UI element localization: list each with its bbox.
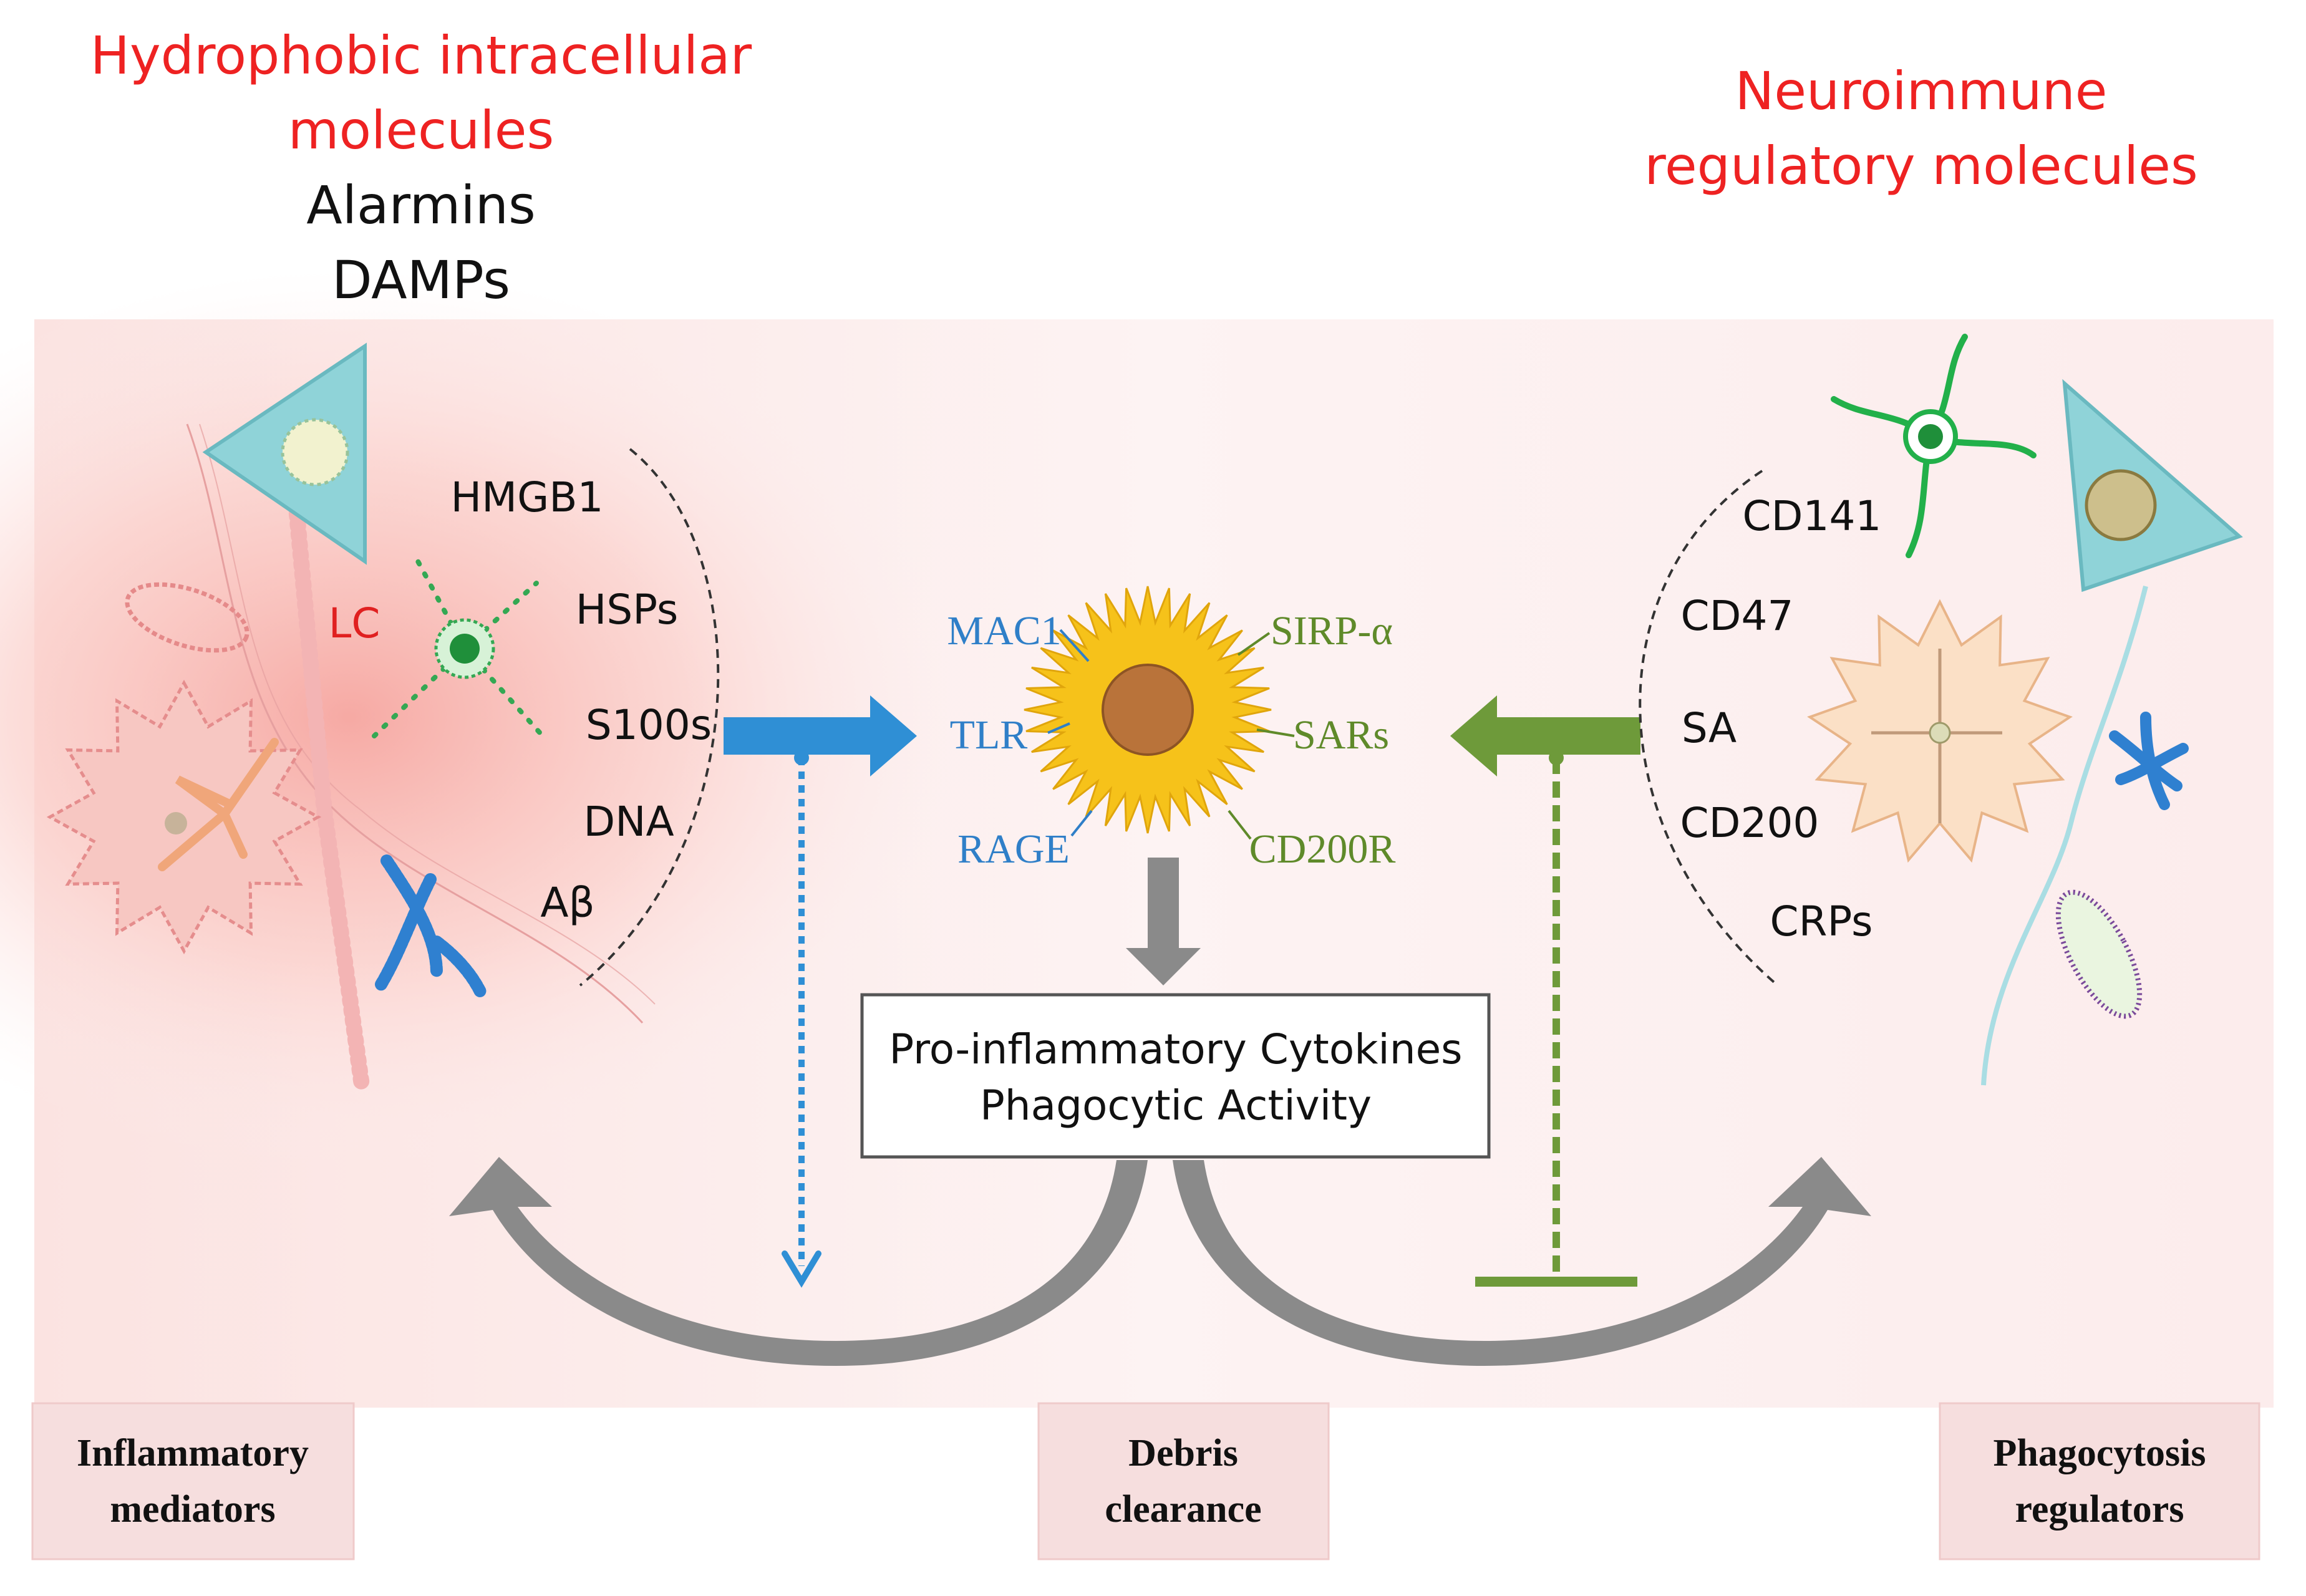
bottom-box-inflammatory [31,1402,355,1560]
left-item-hmgb1: HMGB1 [451,473,604,521]
bottom-left-line2: mediators [110,1488,275,1531]
astrocyte-right-cross [1871,649,2002,823]
bottom-center-line2: clearance [1105,1488,1261,1531]
neuron-nucleus-left [281,418,349,486]
receptor-line-tlr [1047,722,1070,734]
left-item-abeta: Aβ [540,879,594,927]
astrocyte-left-cross [158,738,279,871]
outcome-box [860,993,1491,1159]
left-header-red-line2: molecules [288,100,554,161]
blue-activation-arrow [724,695,917,776]
blue-dashed-arrowhead [782,1250,821,1288]
left-header-red-line1: Hydrophobic intracellular [90,25,752,86]
bottom-box-phagocytosis [1939,1402,2260,1560]
receptor-tlr: TLR [950,712,1028,758]
left-item-hsps: HSPs [576,586,679,634]
blue-arrow-junction [794,750,809,765]
receptor-line-mac1 [1059,629,1090,662]
microglia-small-right [1831,334,2037,558]
gray-feedback-arrow-right [1173,1157,1871,1366]
right-group-bracket [1639,470,1779,987]
left-header-alarmins: Alarmins [306,175,536,236]
microglia-small-left [372,559,545,738]
nerve-fiber-lines [186,423,644,1024]
bottom-right-line2: regulators [2015,1488,2184,1531]
right-item-cd200: CD200 [1680,799,1819,847]
left-group-bracket [579,448,720,987]
pink-oval-cell [125,582,249,653]
blue-cell-right [2109,712,2189,810]
bottom-right-line1: Phagocytosis [1994,1432,2206,1474]
right-header-red-line2: regulatory molecules [1644,135,2197,196]
receptor-line-rage [1070,810,1093,837]
left-header-damps: DAMPs [332,249,510,311]
receptor-sars: SARs [1293,712,1389,758]
astrocyte-right-nucleus [1929,722,1951,744]
gray-feedback-arrow-left [449,1157,1148,1366]
receptor-line-sirpa [1237,632,1271,656]
outcome-line2: Phagocytic Activity [980,1081,1372,1129]
neuron-axon [285,466,370,1093]
microglia-central-nucleus [1102,664,1194,756]
receptor-cd200r: CD200R [1249,826,1396,872]
astrocyte-left-nucleus [165,812,187,834]
green-regulation-arrow [1450,695,1640,776]
right-header-red-line1: Neuroimmune [1735,60,2108,122]
receptor-sirp-alpha: SIRP-α [1271,608,1393,654]
inflammation-glow [0,268,961,1166]
outcome-line1: Pro-inflammatory Cytokines [889,1025,1462,1073]
neuron-nucleus-right [2085,469,2157,541]
left-item-dna: DNA [583,798,674,846]
receptor-line-cd200r [1228,810,1252,840]
right-item-crps: CRPs [1770,897,1873,946]
right-item-cd141: CD141 [1743,492,1882,540]
receptor-line-sars [1256,728,1295,737]
purple-oval-cell [2055,889,2143,1019]
receptor-rage: RAGE [957,826,1070,872]
left-item-s100s: S100s [586,701,712,749]
nerve-fiber-lines-2 [199,423,656,1005]
receptor-mac1: MAC1 [947,608,1061,654]
gray-down-arrow [1126,858,1201,985]
right-item-cd47: CD47 [1681,592,1794,640]
bottom-left-line1: Inflammatory [77,1432,309,1474]
bottom-box-debris [1037,1402,1330,1560]
bottom-center-line1: Debris [1128,1432,1238,1474]
neuron-axon-right [1981,586,2148,1086]
blue-cell-left [374,854,487,998]
right-item-sa: SA [1682,704,1737,752]
lc-label: LC [329,599,380,647]
